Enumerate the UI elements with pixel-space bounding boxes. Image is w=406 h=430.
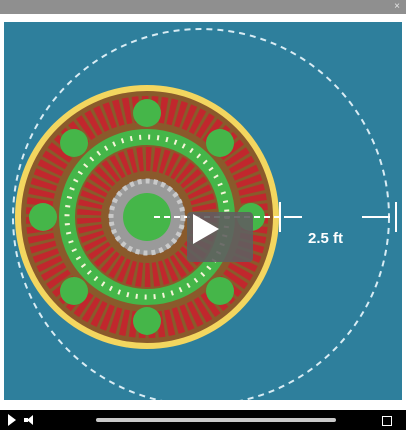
garden-diagram xyxy=(12,28,397,400)
fullscreen-icon[interactable] xyxy=(382,416,392,426)
center-plant xyxy=(123,193,171,241)
seek-bar[interactable] xyxy=(96,418,336,422)
dimension-label: 2.5 ft xyxy=(308,230,344,247)
player-controls xyxy=(0,410,406,430)
play-button[interactable] xyxy=(187,212,253,262)
play-icon[interactable] xyxy=(8,414,16,426)
video-frame[interactable]: 2.5 ft xyxy=(4,22,402,400)
play-icon xyxy=(193,214,219,244)
window-titlebar: × xyxy=(0,0,406,14)
volume-icon[interactable] xyxy=(24,414,38,426)
bean-leaves-outer xyxy=(29,99,265,335)
close-icon[interactable]: × xyxy=(394,1,400,12)
